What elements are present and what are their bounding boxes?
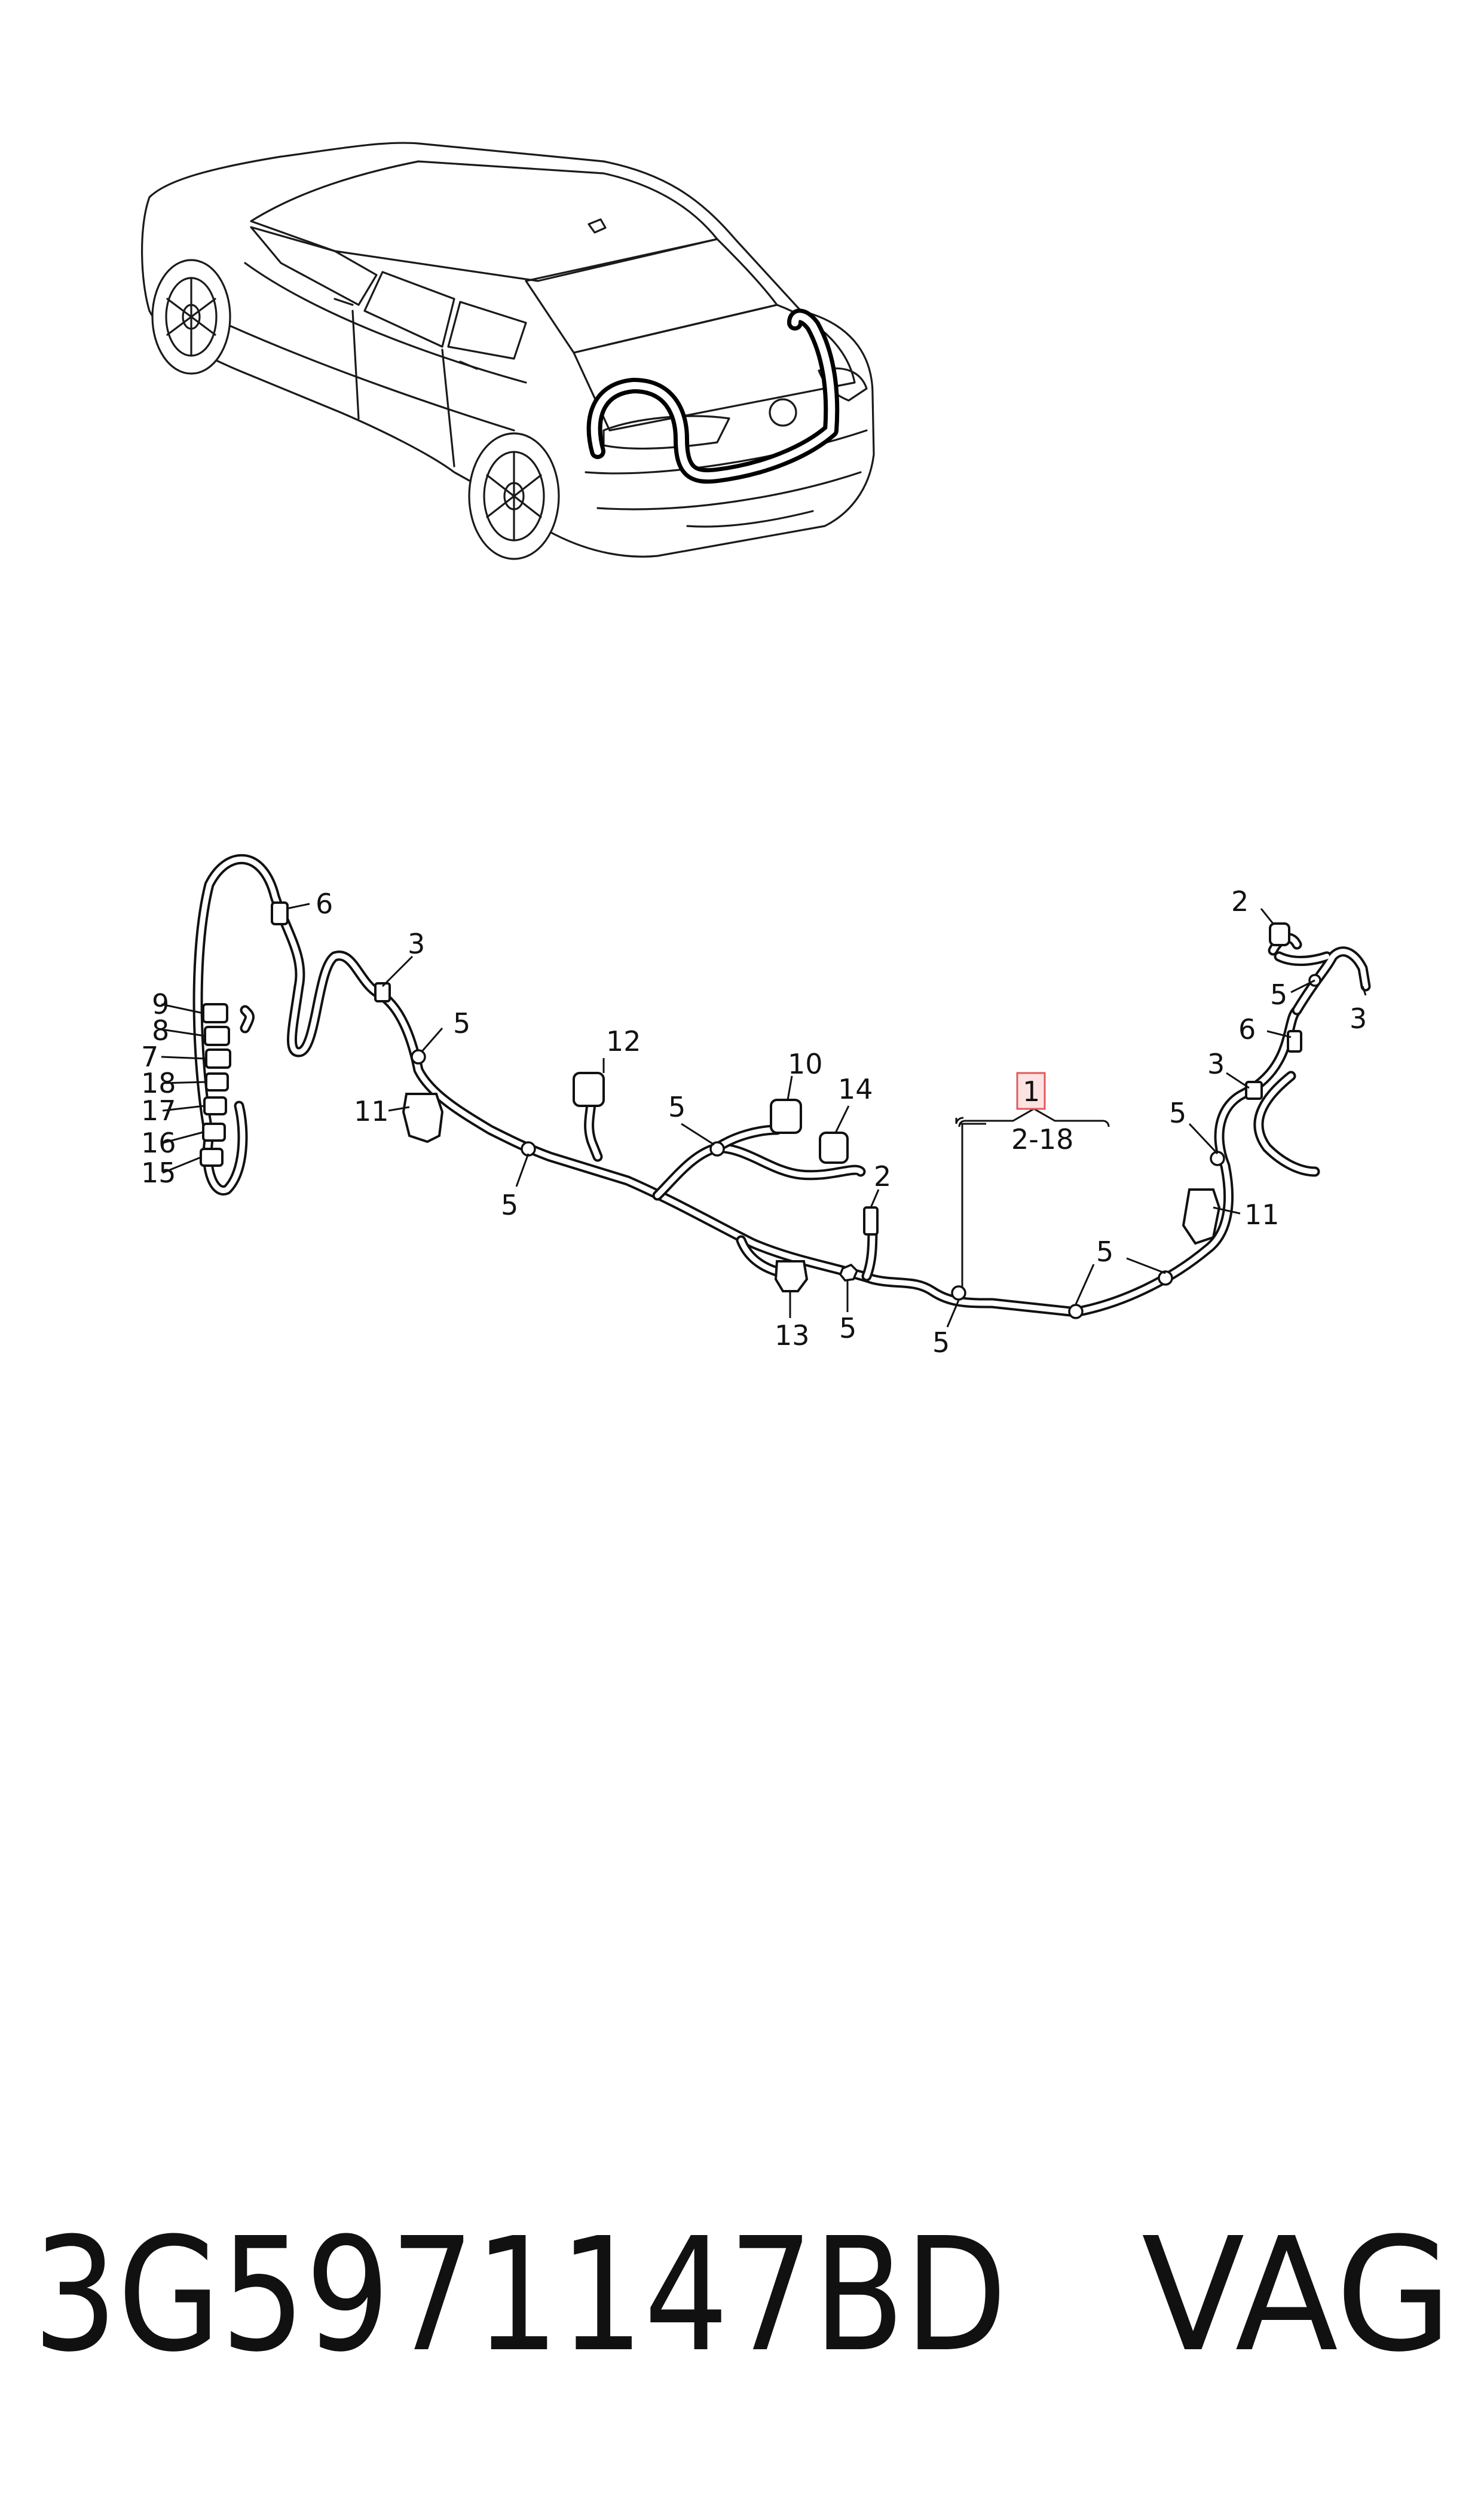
label-17: 17 [141, 1095, 176, 1127]
label-11-right: 11 [1244, 1199, 1280, 1231]
label-6-right: 6 [1238, 1013, 1256, 1045]
label-9: 9 [152, 988, 169, 1020]
label-15: 15 [141, 1157, 176, 1189]
leader-lines [161, 903, 1367, 1328]
label-12: 12 [606, 1025, 641, 1057]
label-11-left: 11 [354, 1095, 389, 1127]
clips [411, 974, 1321, 1319]
label-6-left: 6 [316, 888, 333, 920]
connectors [271, 901, 1302, 1292]
label-5-g: 5 [1169, 1097, 1186, 1129]
car-illustration [141, 142, 875, 560]
main-callout-label: 1 [1023, 1075, 1040, 1108]
label-7: 7 [141, 1041, 158, 1073]
label-5-h: 5 [1270, 979, 1287, 1011]
label-10: 10 [788, 1048, 823, 1080]
label-8: 8 [152, 1014, 169, 1047]
label-5-f: 5 [1096, 1236, 1113, 1268]
label-14: 14 [838, 1073, 873, 1105]
label-5-e: 5 [932, 1326, 950, 1359]
wiring-harness [192, 854, 1371, 1319]
label-3-left: 3 [408, 928, 425, 960]
label-5-d: 5 [839, 1312, 856, 1344]
brand-name: VAG [1142, 2204, 1452, 2386]
labels: 1 2-18 6 3 9 8 7 18 17 16 15 5 11 5 12 5… [141, 885, 1367, 1359]
label-2-mid: 2 [874, 1160, 891, 1193]
label-3-far: 3 [1350, 1002, 1367, 1035]
label-5-b: 5 [501, 1189, 518, 1221]
connector-stack-left [200, 1003, 231, 1167]
label-5-a: 5 [453, 1007, 470, 1040]
label-2-right: 2 [1231, 885, 1249, 918]
label-13: 13 [775, 1319, 810, 1352]
label-18: 18 [141, 1067, 176, 1099]
main-callout-range: 2-18 [1011, 1123, 1073, 1155]
label-5-c: 5 [668, 1091, 686, 1123]
label-3-right: 3 [1207, 1048, 1225, 1080]
label-16: 16 [141, 1127, 176, 1159]
part-number: 3G5971147BD [33, 2204, 1007, 2386]
main-callout-highlight [1016, 1072, 1046, 1110]
